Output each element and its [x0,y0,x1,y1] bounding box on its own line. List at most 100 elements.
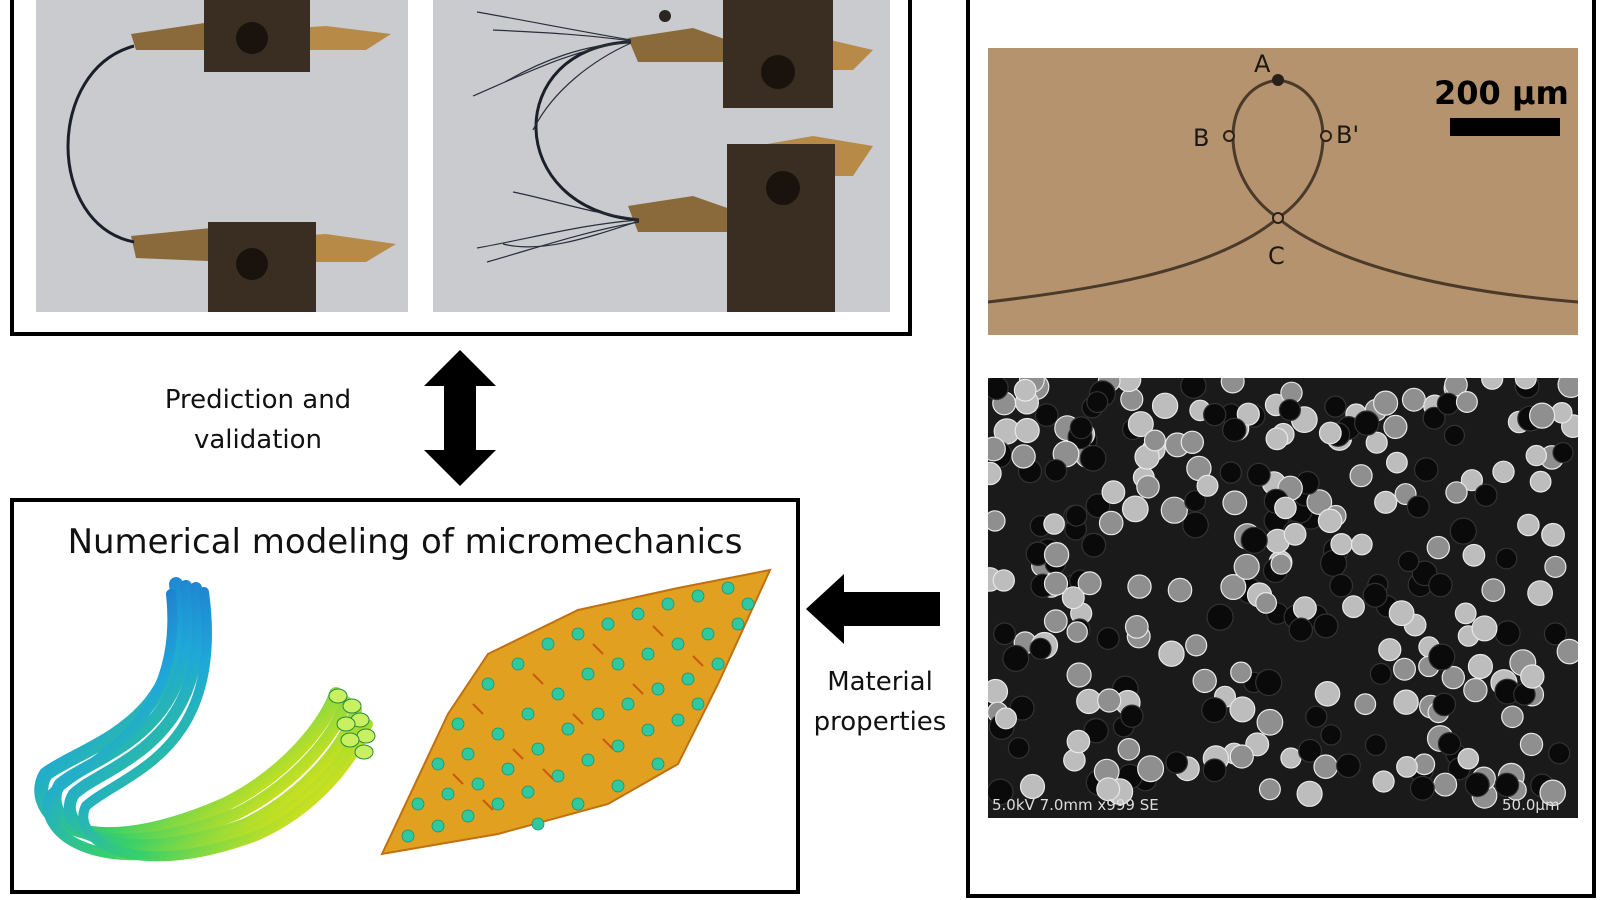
point-b-marker [1223,130,1235,142]
sem-fiber-section [1544,555,1567,578]
sem-fiber-section [1296,780,1323,807]
sem-fiber-section [1043,541,1070,568]
sem-fiber-section [1401,387,1426,412]
sem-fiber-section [1517,513,1540,537]
sem-fiber-section [1324,395,1347,418]
sem-fiber-section [1464,772,1490,798]
sem-fiber-section [1019,773,1046,800]
sem-fiber-section [1029,637,1052,660]
sem-fiber-section [1127,574,1152,599]
sem-fiber-section [1136,475,1160,499]
sem-fiber-section [1044,459,1068,482]
sem-fiber-section [988,461,1002,486]
sem-fiber-section [1137,755,1165,783]
sem-fiber-section [1180,378,1207,399]
sem-fiber-section [1514,378,1537,390]
sem-fiber-section [1034,403,1059,427]
sem-fiber-section [1220,574,1247,601]
material-label-line-1: Material [827,667,933,697]
sem-fiber-section [1342,595,1365,619]
sem-fiber-section [1396,756,1418,778]
sem-fiber-section [1192,668,1217,694]
sem-fiber-section [1369,662,1392,685]
sem-fiber-section [1317,508,1343,534]
sem-fiber-section [1481,378,1504,390]
sem-fiber-section [1077,571,1102,596]
sem-fiber-section [1096,627,1120,651]
sem-fiber-section [1002,644,1030,672]
sem-fiber-section [1455,391,1478,413]
sem-fiber-section [1413,457,1439,482]
sem-fiber-section [1165,751,1189,775]
sem-fiber-section [1393,689,1419,715]
sem-fiber-section [1529,470,1552,493]
sem-fiber-section [1495,547,1518,570]
sem-fiber-section [1158,640,1185,667]
sem-fiber-section [1233,553,1260,580]
sem-fiber-section [1117,737,1141,761]
sem-fiber-section [1180,430,1204,455]
sem-fiber-section [1313,613,1339,639]
sem-fiber-section [1543,622,1568,646]
sem-fiber-section [1270,553,1292,575]
sem-fiber-section [1525,444,1548,467]
sem-fiber-section [1066,662,1092,688]
sem-fiber-section [1298,738,1323,763]
sem-info-text: 5.0kV 7.0mm x999 SE [992,796,1159,814]
sem-fiber-section [1365,431,1388,454]
rve-mesh-simulation-render [380,568,772,856]
sem-fiber-section [1386,451,1408,474]
sem-fiber-section [1280,747,1302,769]
sem-fiber-section [1548,742,1571,765]
sem-fiber-section [1501,705,1524,729]
point-a-label: A [1254,50,1271,78]
sem-fiber-section [1202,758,1227,783]
sem-fiber-section [1492,460,1515,484]
material-label-line-2: properties [813,707,947,737]
sem-fiber-section [1428,643,1456,671]
prediction-validation-double-arrow-icon [424,350,496,486]
sem-fiber-section [1406,495,1430,519]
sem-fiber-section [988,378,1009,401]
bending-test-photo-left [36,0,408,312]
sem-fiber-section [1283,522,1307,546]
sem-fiber-section [1306,489,1333,515]
sem-fiber-section [1528,402,1556,429]
sem-fiber-section [988,778,1014,806]
sem-fiber-section [1527,580,1553,607]
sem-fiber-section [1185,634,1208,657]
point-b-prime-label: B' [1336,121,1359,149]
sem-fiber-section [1520,664,1545,689]
sem-fiber-section [1539,779,1566,807]
point-b-prime-marker [1320,130,1332,142]
sem-fiber-section [1143,429,1166,452]
sem-fiber-section [1354,410,1380,436]
sem-fiber-section [1426,535,1450,560]
sem-fiber-section [1127,411,1154,438]
sem-fiber-section [1373,390,1399,416]
sem-fiber-section [1274,496,1297,520]
sem-fiber-section [1043,513,1065,535]
sem-fiber-section [1552,441,1574,464]
sem-fiber-section [1354,693,1377,716]
material-properties-arrow-icon [806,574,940,644]
sem-fiber-section [1457,747,1480,770]
sem-fiber-section [1278,398,1301,422]
sem-fiber-section [1222,417,1247,443]
sem-fiber-section [1398,550,1420,573]
sem-fiber-section [1121,495,1149,523]
sem-fiber-section [1314,680,1341,707]
sem-fiber-section [1378,638,1402,662]
sem-fiber-section [1222,490,1248,516]
sem-fiber-section [1011,444,1036,469]
sem-fiber-section [1007,737,1030,759]
sem-fiber-section [1086,391,1109,414]
sem-fiber-section [1167,577,1193,603]
sem-fiber-section [1014,417,1040,444]
sem-fiber-section [1246,462,1271,487]
point-c-label: C [1268,242,1285,270]
sem-fiber-section [1445,481,1468,504]
sem-fiber-section [1240,526,1268,554]
sem-fiber-section [1305,705,1328,728]
sem-fiber-section [1288,617,1313,642]
